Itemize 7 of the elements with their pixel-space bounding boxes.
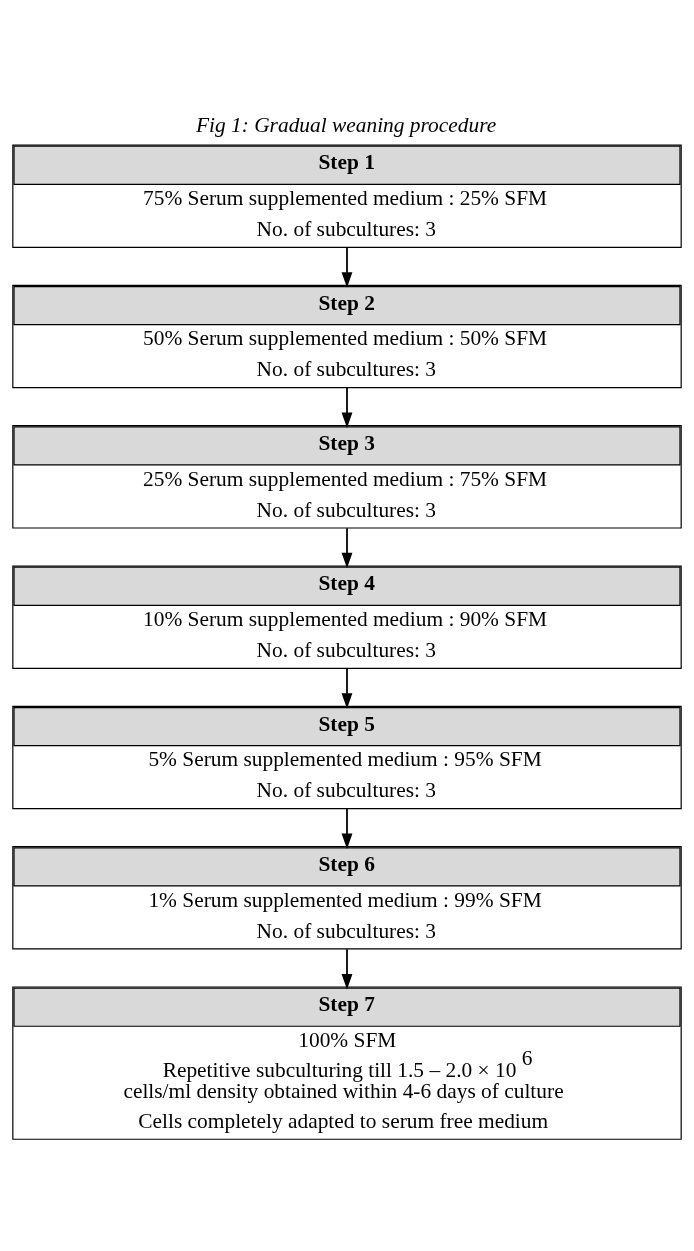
- diagram-title: Fig 1: Gradual weaning procedure: [195, 113, 497, 138]
- arrow: [341, 948, 353, 990]
- arrow: [341, 246, 353, 288]
- arrow: [341, 808, 353, 849]
- arrow: [341, 387, 353, 428]
- arrow: [341, 527, 353, 569]
- arrow: [341, 667, 353, 709]
